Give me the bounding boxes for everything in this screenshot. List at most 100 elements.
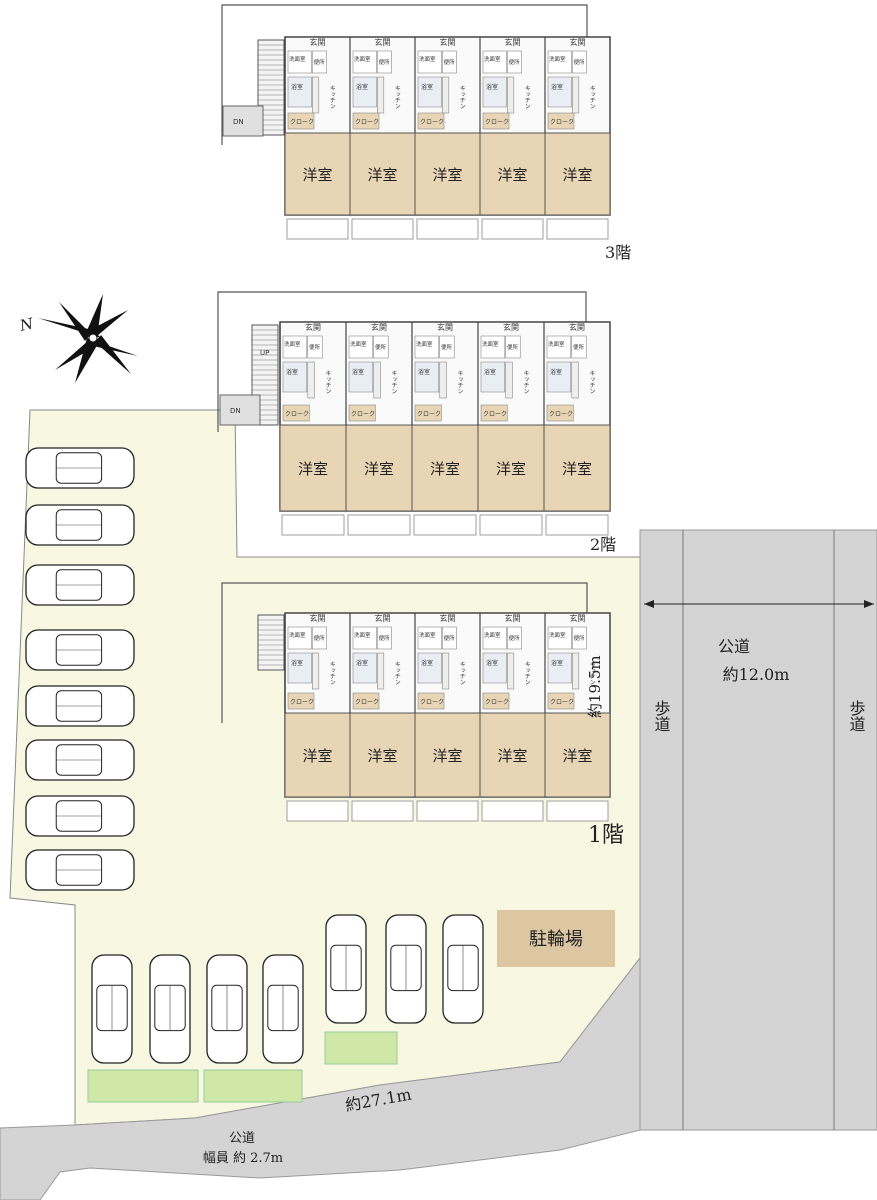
washroom-label: 洗面室 [289,631,306,639]
entrance-label: 玄関 [371,322,387,332]
kitchen-label: キッチン [458,661,465,685]
entrance-label: 玄関 [440,613,456,623]
closet-label: クローク [355,699,379,706]
balcony [481,800,544,822]
floor-label: 3階 [605,243,631,262]
toilet-label: 便所 [444,634,456,642]
stair-down-label: DN [233,118,244,126]
closet-label: クローク [483,411,507,418]
kitchen-label: キッチン [456,370,463,394]
closet-label: クローク [420,699,444,706]
balcony [286,218,349,240]
closet-label: クローク [355,119,379,126]
room-label: 洋室 [367,747,397,765]
closet-label: クローク [485,119,509,126]
closet-label: クローク [417,411,441,418]
western-room [284,712,351,798]
toilet-label: 便所 [574,58,586,66]
kitchen-label: キッチン [328,85,335,109]
balcony [347,514,411,536]
car-icon [25,564,135,606]
road-width: 約12.0m [723,665,790,684]
building-depth-label: 約19.5m [586,655,604,718]
washroom-label: 洗面室 [350,340,367,348]
bath-label: 浴室 [486,659,498,667]
western-room [543,424,611,512]
entrance-label: 玄関 [310,613,326,623]
washroom-label: 洗面室 [484,55,501,63]
balcony [286,800,349,822]
closet-label: クローク [351,411,375,418]
kitchen-label: キッチン [523,661,530,685]
bath-label: 浴室 [291,659,303,667]
car-icon [262,954,304,1064]
alley-width: 幅員 約 2.7m [203,1151,283,1166]
balcony [281,514,345,536]
toilet-label: 便所 [314,634,326,642]
toilet-label: 便所 [314,58,326,66]
washroom-label: 洗面室 [484,631,501,639]
toilet-label: 便所 [509,58,521,66]
room-label: 洋室 [302,166,332,184]
washroom-label: 洗面室 [354,55,371,63]
stair-up-label: UP [260,349,269,357]
entrance-label: 玄関 [570,37,586,47]
car-icon [25,795,135,837]
balcony [416,800,479,822]
bath-label: 浴室 [550,368,562,376]
kitchen-label: キッチン [390,370,397,394]
balcony [546,800,609,822]
road-name: 公道 [718,637,750,656]
bicycle-parking-label: 駐輪場 [529,929,583,950]
alley-name: 公道 [229,1131,255,1146]
bath-label: 浴室 [484,368,496,376]
room-label: 洋室 [562,166,592,184]
western-room [349,132,416,216]
entrance-label: 玄関 [437,322,453,332]
room-label: 洋室 [562,460,592,478]
western-room [279,424,347,512]
car-icon [25,504,135,546]
room-label: 洋室 [432,166,462,184]
car-icon [385,914,427,1024]
car-icon [25,739,135,781]
closet-label: クローク [550,699,574,706]
room-label: 洋室 [367,166,397,184]
bath-label: 浴室 [356,83,368,91]
toilet-label: 便所 [509,634,521,642]
western-room [479,132,546,216]
compass-icon [38,294,138,383]
washroom-label: 洗面室 [419,631,436,639]
bath-label: 浴室 [551,83,563,91]
toilet-label: 便所 [309,343,321,351]
balcony [413,514,477,536]
western-room [544,712,611,798]
sidewalk-left-label: 歩道 [652,700,671,732]
entrance-label: 玄関 [375,37,391,47]
closet-label: クローク [290,699,314,706]
car-icon [206,954,248,1064]
bath-label: 浴室 [291,83,303,91]
kitchen-label: キッチン [328,661,335,685]
balcony [351,800,414,822]
closet-label: クローク [550,119,574,126]
stair-down-label: DN [230,407,241,415]
balcony [479,514,543,536]
closet-label: クローク [485,699,509,706]
kitchen-label: キッチン [522,370,529,394]
toilet-label: 便所 [379,634,391,642]
room-label: 洋室 [432,747,462,765]
car-icon [25,447,135,489]
car-icon [25,685,135,727]
bath-label: 浴室 [421,83,433,91]
toilet-label: 便所 [507,343,519,351]
public-road [639,529,877,1131]
toilet-label: 便所 [444,58,456,66]
kitchen-label: キッチン [588,85,595,109]
bath-label: 浴室 [418,368,430,376]
car-icon [442,914,484,1024]
room-label: 洋室 [298,460,328,478]
room-label: 洋室 [430,460,460,478]
sidewalk-right-label: 歩道 [847,700,866,732]
hedge [87,1069,199,1103]
